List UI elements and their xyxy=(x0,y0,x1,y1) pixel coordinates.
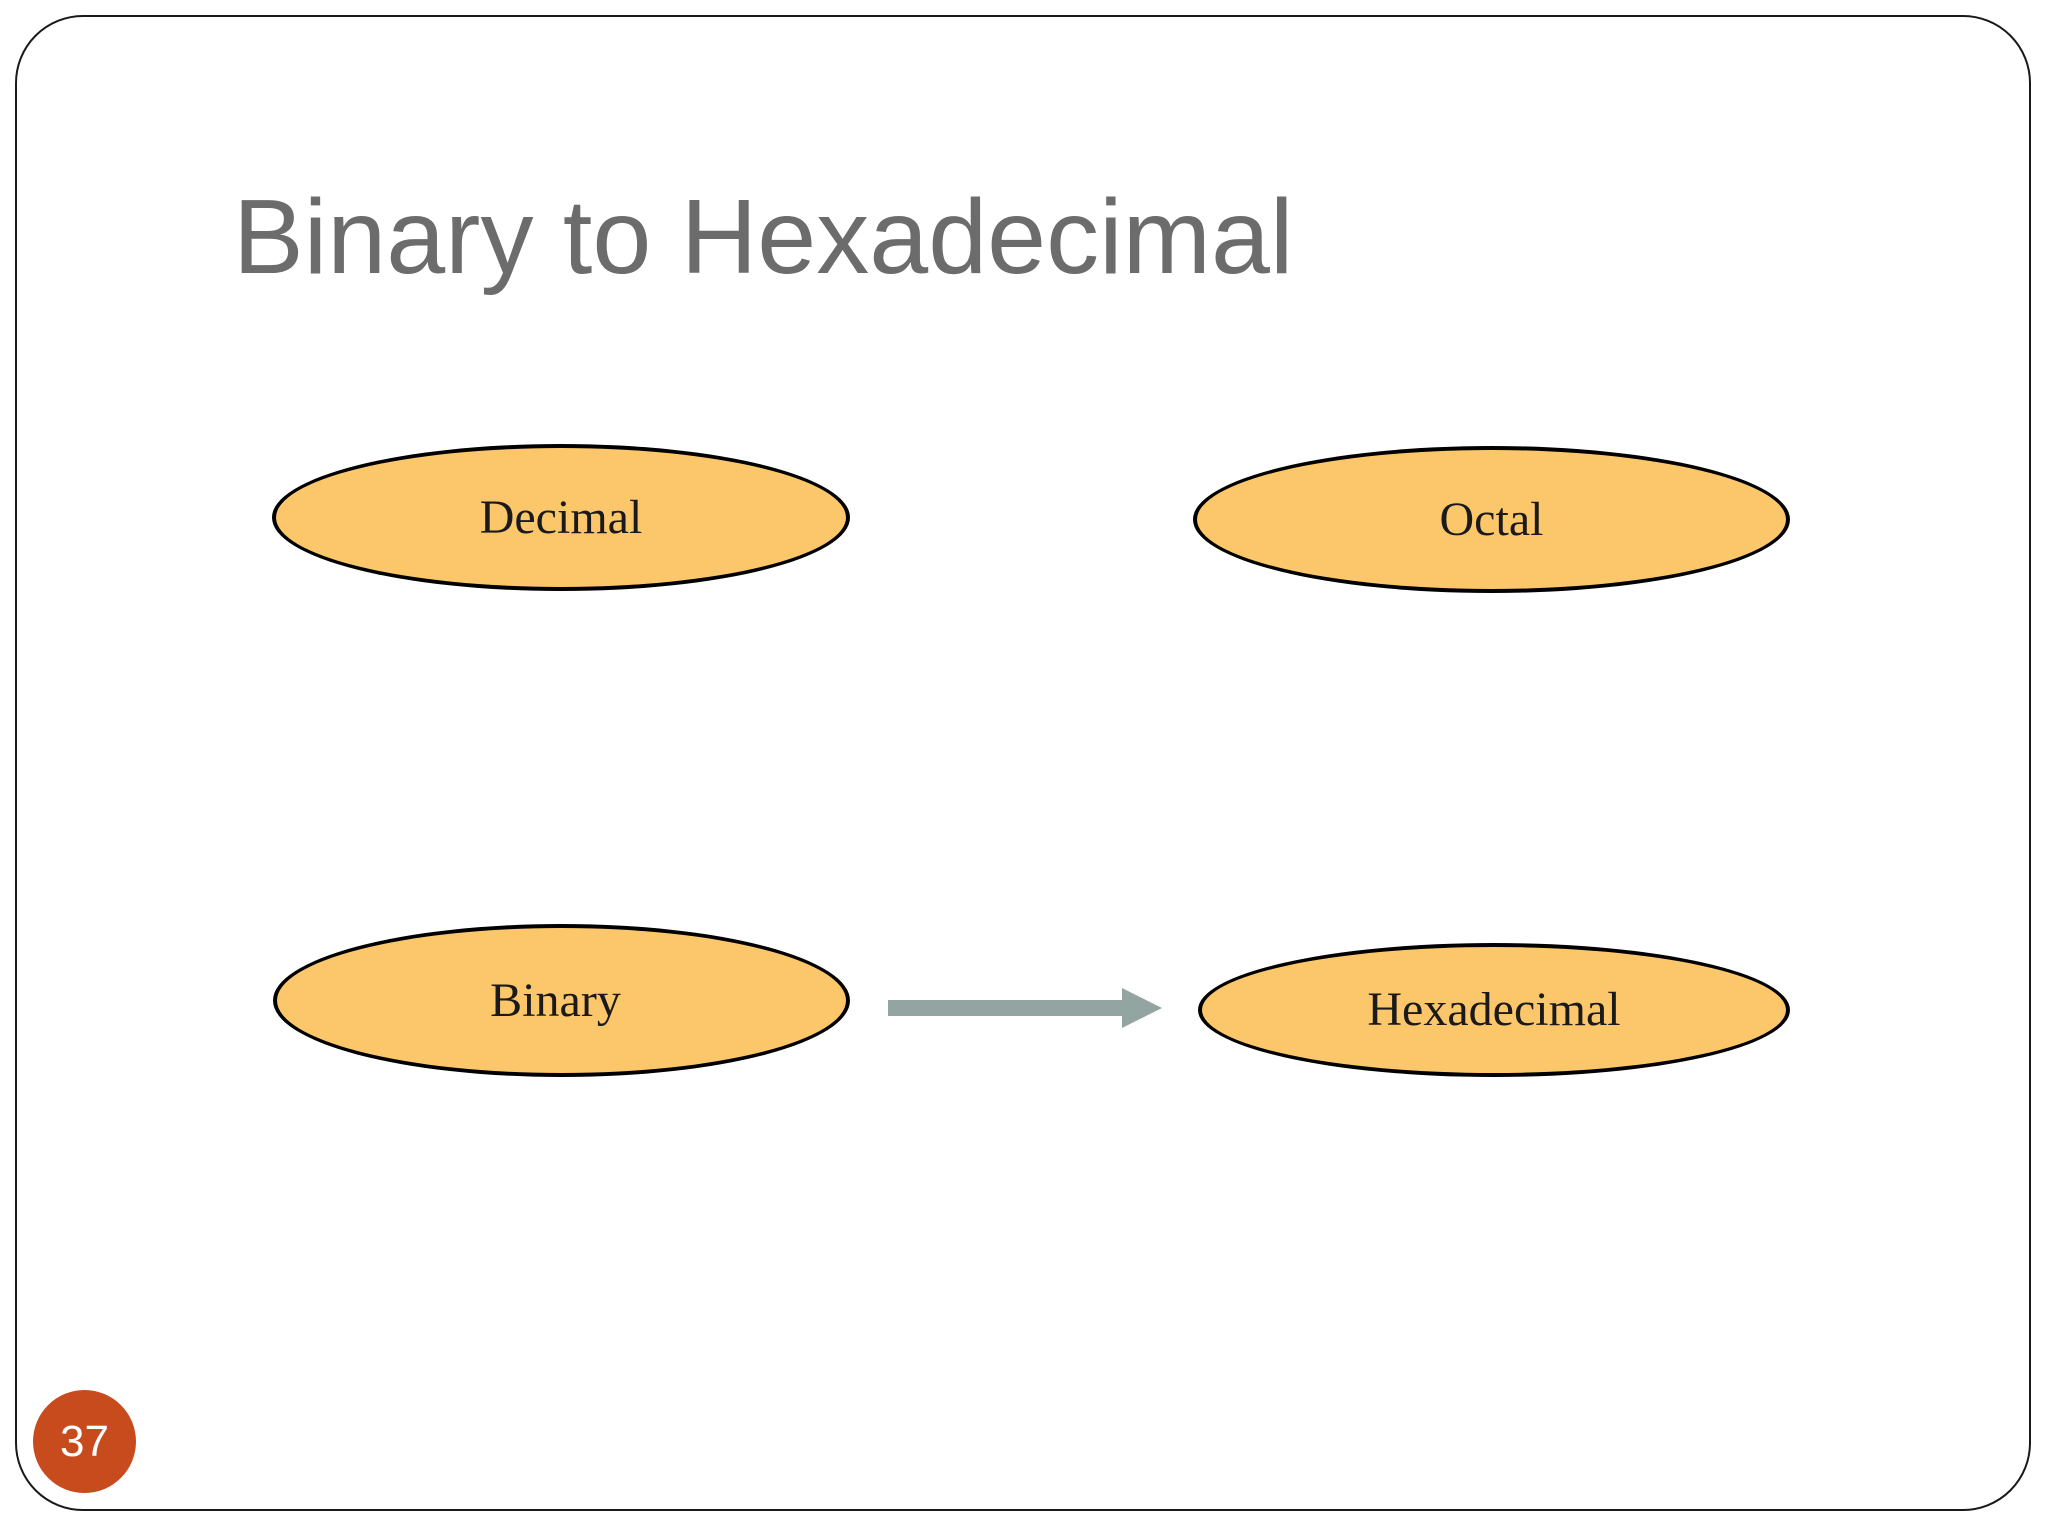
slide-border-frame xyxy=(15,15,2031,1511)
slide-title: Binary to Hexadecimal xyxy=(233,178,1294,296)
node-octal-label: Octal xyxy=(1439,492,1544,546)
node-hexadecimal-label: Hexadecimal xyxy=(1367,983,1621,1036)
node-binary: Binary xyxy=(273,924,850,1077)
node-octal: Octal xyxy=(1193,446,1790,593)
arrow-right-icon xyxy=(888,988,1162,1028)
node-decimal: Decimal xyxy=(272,444,850,591)
node-hexadecimal: Hexadecimal xyxy=(1198,943,1790,1077)
binary-to-hexadecimal-arrow xyxy=(888,985,1164,1031)
page-number: 37 xyxy=(60,1416,109,1466)
page-number-badge: 37 xyxy=(33,1390,136,1493)
node-binary-label: Binary xyxy=(490,973,621,1027)
node-decimal-label: Decimal xyxy=(479,490,643,544)
